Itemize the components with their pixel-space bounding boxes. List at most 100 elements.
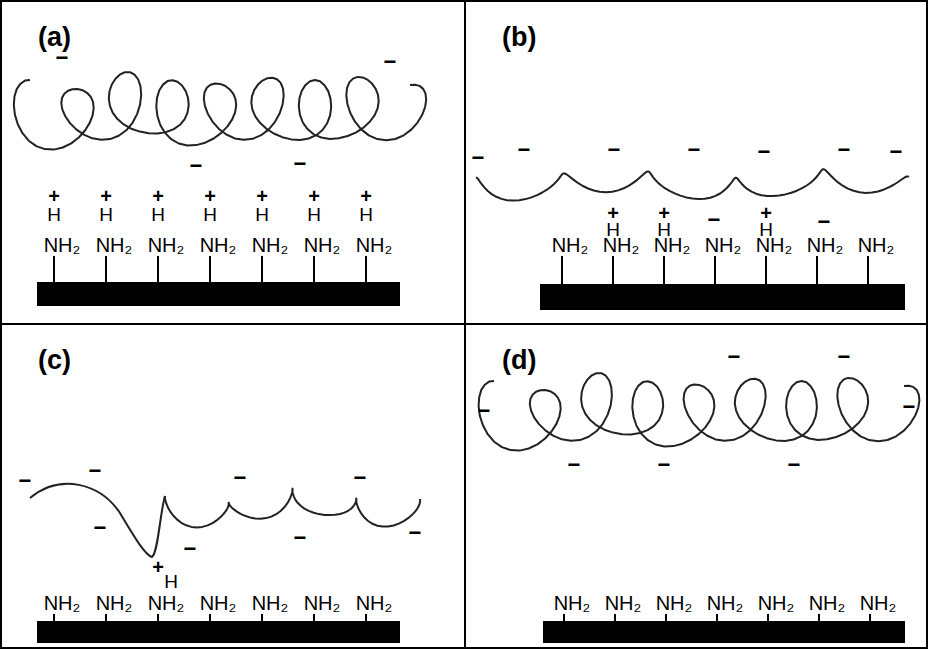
substrate-bar	[37, 282, 400, 306]
amine-group: NH₂	[200, 593, 237, 613]
charge-sign: +	[256, 186, 268, 206]
charge-sign: −	[384, 51, 397, 73]
proton-label: H	[47, 205, 61, 224]
proton-label: H	[99, 205, 113, 224]
amine-group: NH₂	[758, 593, 795, 613]
proton-label: H	[203, 205, 217, 224]
amine-stem	[105, 614, 107, 622]
amine-group: NH₂	[807, 235, 844, 255]
charge-sign: −	[190, 155, 203, 177]
figure-panel: (c)−−−−−−−−+HNH₂NH₂NH₂NH₂NH₂NH₂NH₂	[0, 323, 466, 649]
amine-stem	[157, 614, 159, 622]
amine-group: NH₂	[356, 235, 393, 255]
amine-group: NH₂	[756, 235, 793, 255]
amine-group: NH₂	[148, 593, 185, 613]
figure-panel: (d)−−−−−−−NH₂NH₂NH₂NH₂NH₂NH₂NH₂	[464, 323, 928, 649]
amine-stem	[157, 256, 159, 283]
amine-stem	[614, 614, 616, 622]
amine-stem	[716, 614, 718, 622]
substrate-bar	[540, 284, 905, 310]
figure-panel: (a)−−−−+++++++HHHHHHHNH₂NH₂NH₂NH₂NH₂NH₂N…	[0, 0, 466, 325]
panel-label: (d)	[502, 345, 536, 376]
proton-label: H	[359, 205, 373, 224]
amine-group: NH₂	[356, 593, 393, 613]
charge-sign: +	[48, 186, 60, 206]
panel-label: (b)	[502, 22, 536, 53]
charge-sign: +	[100, 186, 112, 206]
charge-sign: +	[204, 186, 216, 206]
charge-sign: −	[890, 141, 903, 163]
amine-group: NH₂	[304, 235, 341, 255]
charge-sign: −	[608, 139, 621, 161]
amine-group: NH₂	[552, 235, 589, 255]
amine-stem	[261, 614, 263, 622]
amine-stem	[767, 614, 769, 622]
amine-stem	[816, 256, 818, 285]
charge-sign: −	[518, 139, 531, 161]
amine-group: NH₂	[252, 593, 289, 613]
charge-sign: +	[360, 186, 372, 206]
charge-sign: −	[89, 460, 102, 482]
amine-group: NH₂	[656, 593, 693, 613]
polymer-coil	[479, 373, 920, 450]
charge-sign: −	[568, 454, 581, 476]
substrate-bar	[37, 621, 400, 643]
panel-label: (c)	[38, 345, 71, 376]
amine-stem	[663, 256, 665, 285]
amine-stem	[869, 614, 871, 622]
charge-sign: −	[478, 400, 491, 422]
figure-panel: (b)−−−−−−−−−+++HHHNH₂NH₂NH₂NH₂NH₂NH₂NH₂	[464, 0, 928, 325]
amine-stem	[105, 256, 107, 283]
charge-sign: −	[19, 470, 32, 492]
amine-group: NH₂	[304, 593, 341, 613]
amine-group: NH₂	[96, 235, 133, 255]
proton-label: H	[164, 572, 178, 591]
proton-label: H	[307, 205, 321, 224]
amine-stem	[765, 256, 767, 285]
charge-sign: −	[688, 139, 701, 161]
charge-sign: −	[94, 517, 107, 539]
charge-sign: +	[152, 557, 164, 577]
amine-stem	[665, 614, 667, 622]
amine-group: NH₂	[148, 235, 185, 255]
amine-stem	[313, 256, 315, 283]
charge-sign: −	[903, 396, 916, 418]
charge-sign: −	[409, 522, 422, 544]
amine-group: NH₂	[200, 235, 237, 255]
amine-group: NH₂	[860, 593, 897, 613]
amine-stem	[867, 256, 869, 285]
charge-sign: −	[234, 467, 247, 489]
amine-stem	[365, 614, 367, 622]
charge-sign: −	[56, 47, 69, 69]
charge-sign: −	[658, 454, 671, 476]
amine-stem	[53, 256, 55, 283]
charge-sign: −	[838, 139, 851, 161]
amine-group: NH₂	[252, 235, 289, 255]
charge-sign: −	[472, 147, 485, 169]
amine-stem	[714, 256, 716, 285]
amine-stem	[561, 256, 563, 285]
amine-stem	[612, 256, 614, 285]
anchored-chain	[30, 484, 165, 557]
charge-sign: −	[788, 454, 801, 476]
adsorbed-chain	[476, 169, 909, 201]
amine-group: NH₂	[603, 235, 640, 255]
amine-stem	[365, 256, 367, 283]
amine-stem	[313, 614, 315, 622]
charge-sign: −	[838, 346, 851, 368]
proton-label: H	[151, 205, 165, 224]
amine-stem	[261, 256, 263, 283]
amine-group: NH₂	[554, 593, 591, 613]
amine-group: NH₂	[44, 235, 81, 255]
substrate-bar	[543, 621, 905, 643]
charge-sign: +	[152, 186, 164, 206]
charge-sign: −	[728, 346, 741, 368]
polymer-coil	[14, 72, 426, 149]
amine-group: NH₂	[705, 235, 742, 255]
charge-sign: −	[818, 211, 831, 233]
amine-group: NH₂	[809, 593, 846, 613]
amine-stem	[53, 614, 55, 622]
charge-sign: −	[354, 467, 367, 489]
amine-group: NH₂	[44, 593, 81, 613]
